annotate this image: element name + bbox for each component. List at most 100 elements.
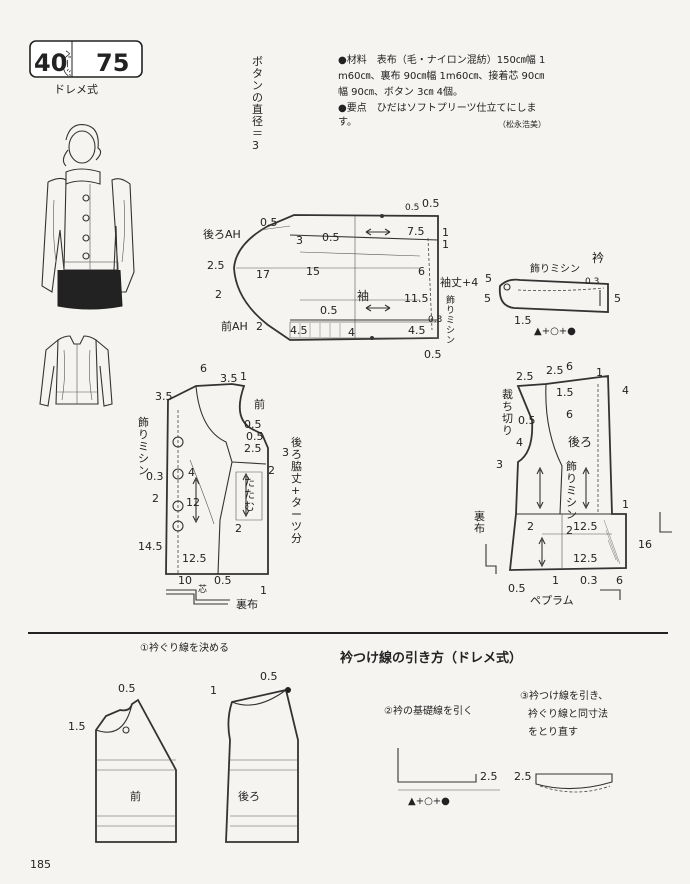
draft-dimension: 0.5 — [118, 682, 136, 695]
side-note-char: 後 — [291, 435, 302, 449]
front-body-pattern: 前 飾 り ミ シ ン た た む 後 ろ 脇 丈 + タ ー ツ 分 芯 裏布… — [138, 362, 302, 611]
page-number: 185 — [30, 858, 51, 871]
sleeve-dimension: 0.5 — [405, 203, 419, 213]
front-dimension: 12.5 — [182, 552, 207, 565]
back-stitch-char: り — [566, 472, 577, 485]
materials-line: ●材料 表布（毛・ナイロン混紡）150㎝幅 1 — [338, 53, 545, 66]
sleeve-dimension: 1 — [442, 226, 449, 239]
sleeve-dimension: 15 — [306, 265, 320, 278]
step3-text: ③衿つけ線を引き、 — [520, 689, 608, 702]
collar-dimension: 5 — [485, 272, 492, 285]
back-dimension: 2.5 — [546, 364, 564, 377]
button-note-char: ボ — [252, 55, 263, 68]
front-dimension: 14.5 — [138, 540, 163, 553]
step3-text: をとり直す — [528, 725, 578, 738]
cut-char: 切 — [502, 412, 513, 425]
sleeve-dimension: 0.5 — [322, 231, 340, 244]
back-dimension: 3 — [496, 458, 503, 471]
back-dimension: 1 — [596, 366, 603, 379]
sleeve-dimension: 2.5 — [207, 259, 225, 272]
back-dimension: 12.5 — [573, 520, 598, 533]
collar-pattern: 衿 飾りミシン 5 5 0.3 5 1.5 ▲+○+● — [484, 250, 621, 337]
button-note: ボ タ ン の 直 径 ＝ 3 — [252, 55, 263, 152]
button-note-char: ン — [252, 79, 263, 92]
back-dimension: 0.5 — [508, 582, 526, 595]
cut-char: 裁 — [502, 388, 513, 401]
sleeve-dimension: 2 — [215, 288, 222, 301]
draft-dimension: 0.5 — [260, 670, 278, 683]
sleeve-stitch-char: ン — [446, 336, 455, 346]
collar-dimension: 1.5 — [514, 314, 532, 327]
front-dimension: 2 — [235, 522, 242, 535]
side-note-char: ろ — [291, 448, 302, 461]
back-stitch-char: ミ — [566, 484, 577, 497]
sleeve-stitch-char: 飾 — [446, 294, 455, 306]
step2-text: ②衿の基礎線を引く — [384, 704, 473, 717]
side-note-char: 丈 — [291, 472, 302, 485]
button-note-char: 直 — [252, 102, 263, 116]
sleeve-stitch-char: シ — [446, 326, 455, 336]
page-number-badge: 40 — [34, 49, 67, 77]
back-dimension: 0.5 — [518, 414, 536, 427]
back-dimension: 6 — [566, 360, 573, 373]
sleeve-dimension: 4.5 — [408, 324, 426, 337]
side-note-char: ツ — [291, 520, 302, 533]
button-note-char: 3 — [252, 139, 259, 152]
collar-dimension: 0.3 — [585, 277, 599, 287]
draft-dimension: 2.5 — [480, 770, 498, 783]
back-dimension: 2 — [566, 524, 573, 537]
sleeve-stitch-char: り — [446, 305, 455, 316]
header-badge: 40 ページ 75 ドレメ式 — [29, 40, 143, 96]
side-note-char: 脇 — [291, 460, 302, 473]
materials-line: 幅 90㎝、ボタン 3㎝ 4個。 — [338, 85, 463, 98]
front-dimension: 0.5 — [244, 418, 262, 431]
sleeve-dimension: 3 — [296, 234, 303, 247]
sleeve-dimension: 6 — [418, 265, 425, 278]
front-dimension: 2 — [268, 464, 275, 477]
front-label: 前 — [254, 397, 265, 411]
button-note-char: 径 — [252, 115, 263, 128]
front-fold-char: た — [244, 488, 255, 501]
sleeve-pattern: 袖 後ろAH 前AH 袖丈+4 飾 り ミ シ ン 0.5 3 0.5 7.5 … — [203, 197, 478, 361]
front-lining-label: 裏布 — [236, 597, 258, 611]
collar-formula: ▲+○+● — [534, 326, 576, 337]
sleeve-dimension: 0.5 — [424, 348, 442, 361]
back-dimension: 1.5 — [556, 386, 574, 399]
button-note-char: タ — [252, 67, 263, 80]
cut-char: ち — [502, 400, 513, 413]
front-dimension: 3.5 — [220, 372, 238, 385]
front-stitch-char: 飾 — [138, 416, 149, 429]
step1-text: ①衿ぐり線を決める — [140, 641, 229, 654]
front-dimension: 2.5 — [244, 442, 262, 455]
designer-credit: （松永浩美） — [498, 119, 546, 129]
draft-formula: ▲+○+● — [408, 796, 450, 807]
back-dimension: 2.5 — [516, 370, 534, 383]
front-dimension: 3 — [282, 446, 289, 459]
front-fold-char: む — [244, 500, 255, 513]
materials-line: m60㎝、裏布 90㎝幅 1m60㎝、接着芯 90㎝ — [338, 69, 544, 82]
step3-text: 衿ぐり線と同寸法 — [528, 707, 608, 720]
side-note-char: + — [291, 484, 300, 497]
collar-dimension: 5 — [614, 292, 621, 305]
front-dimension: 0.5 — [246, 430, 264, 443]
sleeve-dimension: 0.3 — [428, 315, 442, 325]
key-point-line: ●要点 ひだはソフトプリーツ仕立てにしま — [338, 101, 537, 114]
button-note-char: ＝ — [252, 127, 263, 140]
front-stitch-char: ン — [138, 464, 149, 477]
sleeve-length-note: 袖丈+4 — [440, 275, 478, 289]
back-dimension: 1 — [622, 498, 629, 511]
front-dimension: 0.5 — [214, 574, 232, 587]
front-armhole-label: 前AH — [221, 319, 248, 333]
front-dimension: 6 — [200, 362, 207, 375]
collar-instructions: 衿つけ線の引き方（ドレメ式） ①衿ぐり線を決める ②衿の基礎線を引く ③衿つけ線… — [68, 641, 613, 843]
back-dimension: 1 — [552, 574, 559, 587]
instructions-title: 衿つけ線の引き方（ドレメ式） — [340, 650, 522, 666]
collar-dimension: 5 — [484, 292, 491, 305]
back-dimension: 0.3 — [580, 574, 598, 587]
sleeve-dimension: 0.5 — [260, 216, 278, 229]
back-dimension: 6 — [566, 408, 573, 421]
page-unit-label: ページ — [61, 50, 71, 77]
back-dimension: 16 — [638, 538, 652, 551]
collar-label: 衿 — [592, 250, 604, 265]
